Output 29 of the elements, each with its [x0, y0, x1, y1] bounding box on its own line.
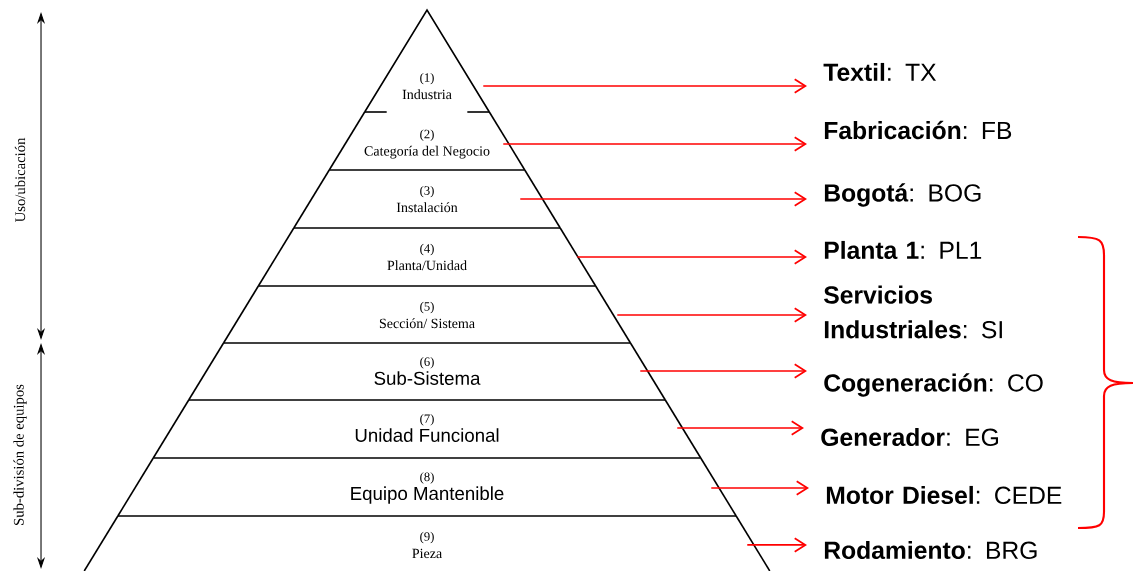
- arrow: [710, 480, 809, 496]
- arrow: [746, 537, 807, 553]
- axis-label: Uso/ubicación: [14, 137, 26, 223]
- level-band: (2) Categoría del Negocio: [328, 111, 526, 171]
- arrow: [676, 420, 804, 436]
- arrow: [616, 307, 807, 323]
- code-label: Fabricación: FB: [824, 120, 1012, 140]
- axis-label: Sub-división de equipos: [13, 384, 27, 525]
- level-band: (5) Sección/ Sistema: [222, 285, 632, 344]
- level-band: (9) Pieza: [83, 515, 771, 571]
- code-label: Rodamiento: BRG: [824, 540, 1037, 560]
- level-band: (4) Planta/Unidad: [257, 227, 597, 287]
- arrow: [482, 78, 807, 94]
- code-label: Servicios Industriales: SI: [824, 285, 1002, 339]
- level-band: (1) Industria: [363, 8, 491, 113]
- level-band: (3) Instalación: [293, 169, 561, 229]
- code-label: Bogotá: BOG: [824, 183, 981, 207]
- code-label: Cogeneración: CO: [824, 373, 1043, 397]
- code-label: Motor Diesel: CEDE: [826, 485, 1062, 505]
- level-band: (6) Sub-Sistema: [187, 342, 667, 401]
- code-label: Generador: EG: [821, 427, 998, 447]
- arrow: [502, 136, 807, 152]
- arrow: [519, 191, 807, 207]
- arrow: [576, 249, 807, 265]
- level-band: (7) Unidad Funcional: [152, 399, 702, 459]
- code-label: Textil: TX: [823, 62, 937, 82]
- level-band: (8) Equipo Mantenible: [117, 457, 737, 517]
- code-label: Planta 1: PL1: [824, 240, 982, 260]
- arrow: [639, 363, 807, 379]
